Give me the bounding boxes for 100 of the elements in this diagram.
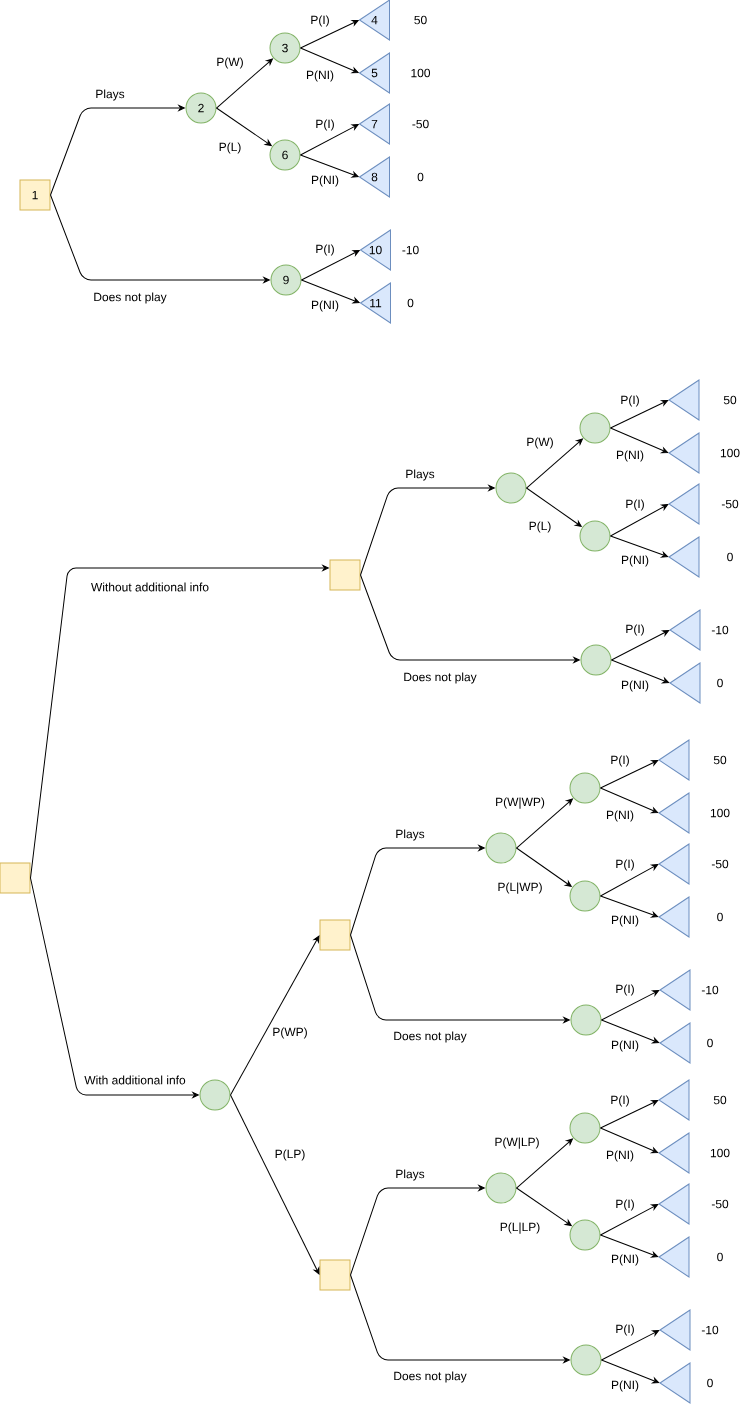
edge-label: P(I) [616,984,634,996]
arrow [350,1185,485,1276]
arrow [611,659,670,684]
arrow [610,504,669,537]
edge-label: P(I) [316,244,334,256]
edge-label: P(NI) [622,680,649,692]
payoff-value: 0 [717,678,723,688]
chance-circle [579,412,611,444]
edge-label: P(I) [611,1095,629,1107]
arrow [301,250,360,281]
edge-label: Does not play [94,292,167,304]
edge-label: P(NI) [612,915,639,927]
outcome-triangle [658,1183,690,1225]
edge-label: Plays [406,469,435,481]
arrow [600,1127,659,1154]
edge-label: P(I) [616,859,634,871]
outcome-triangle [668,379,700,421]
arrow [600,787,659,814]
arrow [350,934,570,1023]
edge-label: P(L|WP) [498,882,542,894]
arrow [610,400,669,429]
edge-label: P(I) [316,119,334,131]
edge-label: Does not play [404,672,477,684]
arrow [526,438,583,489]
outcome-triangle: 11 [360,282,391,324]
edge-label: Does not play [394,1371,467,1383]
arrow [601,1330,660,1361]
payoff-value: 0 [727,552,733,562]
arrow [611,630,670,661]
arrow [526,487,582,527]
arrow [601,1359,660,1384]
payoff-value: -50 [711,1199,729,1209]
decision-square [329,559,361,591]
payoff-value: 100 [720,448,740,458]
arrow [300,47,359,74]
arrow [300,154,359,178]
arrow [610,427,669,454]
edge-label: P(I) [611,755,629,767]
edge-label: Does not play [394,1031,467,1043]
chance-circle [580,644,612,676]
outcome-triangle [659,1309,691,1351]
payoff-value: 100 [710,808,730,818]
edge-label: P(W|WP) [496,797,545,809]
outcome-triangle [658,1132,690,1174]
arrow [301,279,360,304]
outcome-triangle: 10 [360,229,391,271]
edge-label: P(W) [527,437,553,449]
outcome-triangle [658,739,690,781]
chance-circle [495,472,527,504]
edge-label: P(NI) [612,1254,639,1266]
outcome-triangle [668,536,700,578]
payoff-value: 0 [407,298,414,308]
payoff-value: 50 [723,395,737,405]
arrow [300,20,359,49]
edge-label: Without additional info [91,582,209,592]
payoff-value: 0 [417,172,424,182]
arrow [600,1234,659,1258]
arrow [600,1100,659,1129]
edge-label: P(NI) [312,300,339,312]
arrow [360,574,580,663]
outcome-triangle [658,843,690,885]
edge-label: P(I) [311,15,329,27]
outcome-triangle [659,969,691,1011]
payoff-value: -50 [412,119,429,129]
outcome-triangle [659,1022,691,1064]
outcome-triangle [658,896,690,938]
edge-label: P(I) [621,395,639,407]
payoff-value: -10 [701,985,719,995]
edge-label: P(NI) [307,70,334,82]
edge-label: P(NI) [607,810,634,822]
arrow [516,1138,573,1189]
payoff-value: -50 [721,499,739,509]
edge-label: P(LP) [275,1149,305,1161]
arrow [300,124,359,156]
arrow [600,864,659,897]
arrow [601,990,660,1021]
payoff-value: 50 [414,15,427,25]
arrow [230,1094,320,1275]
edge-label: Plays [396,1169,425,1181]
arrow [600,760,659,789]
outcome-triangle [658,792,690,834]
outcome-triangle [669,609,701,651]
arrow [50,194,270,283]
edge-label: P(L) [219,142,241,154]
decision-square [319,919,351,951]
outcome-triangle: 5 [359,52,390,94]
arrow [350,1274,570,1363]
chance-circle [485,832,517,864]
edge-label: P(L) [529,521,551,533]
edge-label: P(I) [626,499,644,511]
arrow [350,845,485,936]
outcome-triangle [658,1236,690,1278]
payoff-value: 50 [713,755,727,765]
edge-label: P(W|LP) [495,1137,539,1149]
outcome-triangle: 7 [359,103,390,145]
chance-circle [570,1344,602,1376]
payoff-value: 0 [717,1252,723,1262]
chance-circle [569,880,601,912]
arrow [601,1019,660,1044]
edge-label: P(NI) [617,450,644,462]
